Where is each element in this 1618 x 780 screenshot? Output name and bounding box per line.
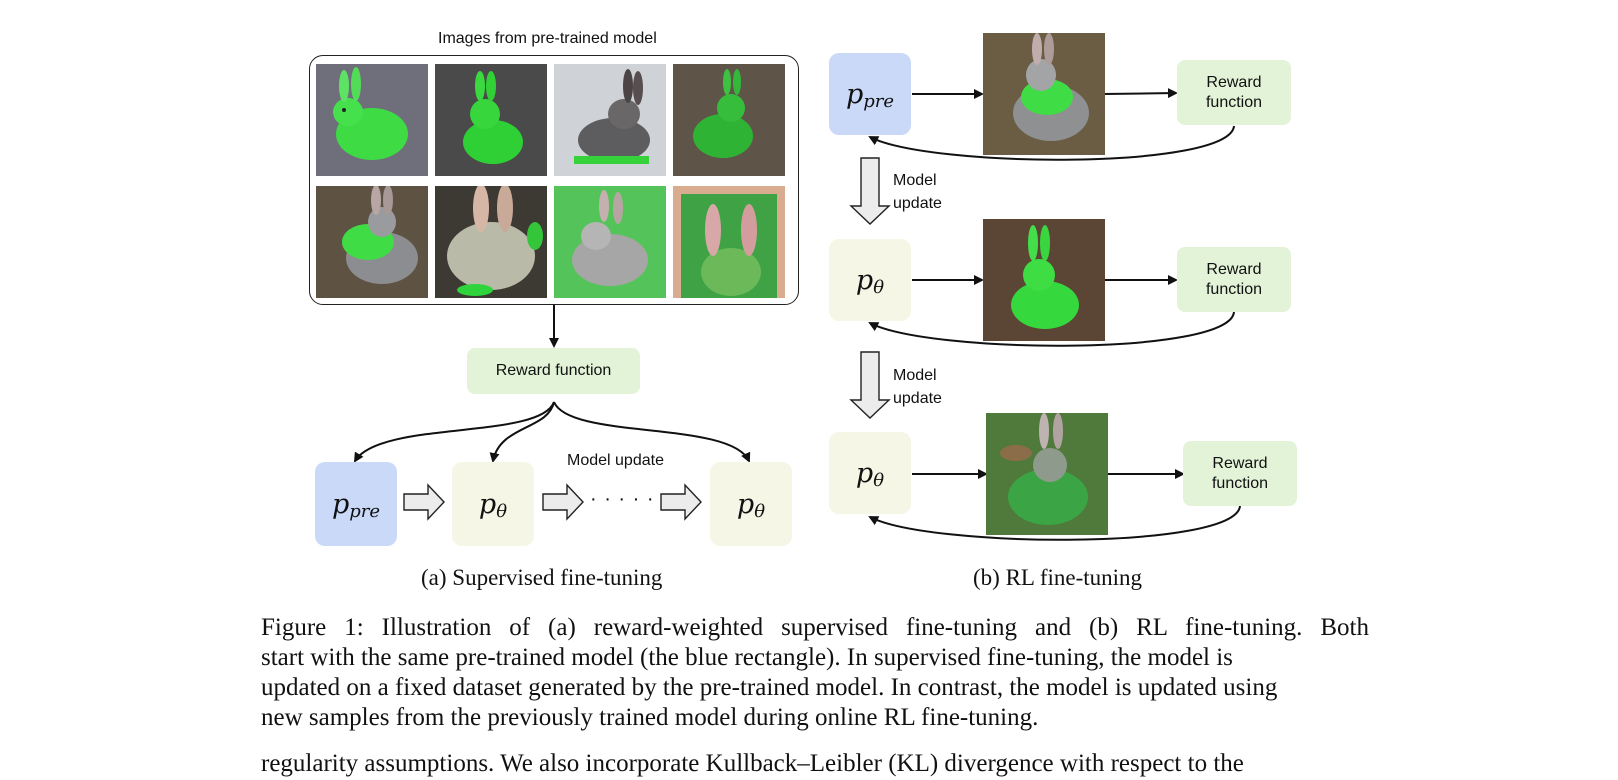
- model-update-label-b-2: Model update: [893, 364, 942, 410]
- ellipsis: · · · · ·: [590, 488, 655, 510]
- model-subscript: pre: [863, 90, 895, 112]
- model-subscript: pre: [349, 500, 381, 522]
- rl-bunny-image-3: [986, 413, 1108, 535]
- rl-bunny-image-2: [983, 219, 1105, 341]
- model-subscript: θ: [754, 500, 766, 522]
- bunny-image-6: [435, 186, 547, 298]
- figure-caption-line: start with the same pre-trained model (t…: [261, 644, 1233, 671]
- model-symbol: p: [478, 488, 497, 520]
- body-text-line: regularity assumptions. We also incorpor…: [261, 750, 1244, 777]
- caption-a: (a) Supervised fine-tuning: [421, 565, 663, 590]
- model-symbol: p: [855, 457, 874, 489]
- bunny-image-5: [316, 186, 428, 298]
- bunny-image-7: [554, 186, 666, 298]
- model-subscript: θ: [873, 469, 885, 491]
- bunny-image-1: [316, 64, 428, 176]
- bunny-image-8: [673, 186, 785, 298]
- model-update-label-a: Model update: [567, 452, 664, 469]
- reward-function-box-a: Reward function: [467, 348, 640, 394]
- model-update-line2: update: [893, 195, 942, 212]
- model-update-line2: update: [893, 390, 942, 407]
- model-symbol: p: [736, 488, 755, 520]
- caption-b: (b) RL fine-tuning: [973, 565, 1143, 590]
- figure-caption-line: updated on a fixed dataset generated by …: [261, 674, 1278, 701]
- rl-bunny-image-1: [983, 33, 1105, 155]
- grid-title: Images from pre-trained model: [438, 30, 657, 47]
- figure-caption-line: new samples from the previously trained …: [261, 704, 1039, 731]
- model-update-line1: Model: [893, 367, 937, 384]
- bunny-image-4: [673, 64, 785, 176]
- reward-function-box-b-3: Reward function: [1183, 441, 1297, 506]
- model-subscript: θ: [873, 276, 885, 298]
- bunny-image-2: [435, 64, 547, 176]
- model-update-label-b-1: Model update: [893, 169, 942, 215]
- pretrained-image-grid: [309, 55, 799, 305]
- model-update-line1: Model: [893, 172, 937, 189]
- model-symbol: p: [845, 78, 864, 110]
- figure-caption-line: Figure 1: Illustration of (a) reward-wei…: [261, 614, 1369, 641]
- body-text: regularity assumptions. We also incorpor…: [261, 749, 1369, 779]
- reward-function-box-b-1: Reward function: [1177, 60, 1291, 125]
- reward-function-box-b-2: Reward function: [1177, 247, 1291, 312]
- model-symbol: p: [855, 264, 874, 296]
- bunny-image-3: [554, 64, 666, 176]
- figure-caption: Figure 1: Illustration of (a) reward-wei…: [261, 613, 1369, 733]
- model-symbol: p: [331, 488, 350, 520]
- model-subscript: θ: [496, 500, 508, 522]
